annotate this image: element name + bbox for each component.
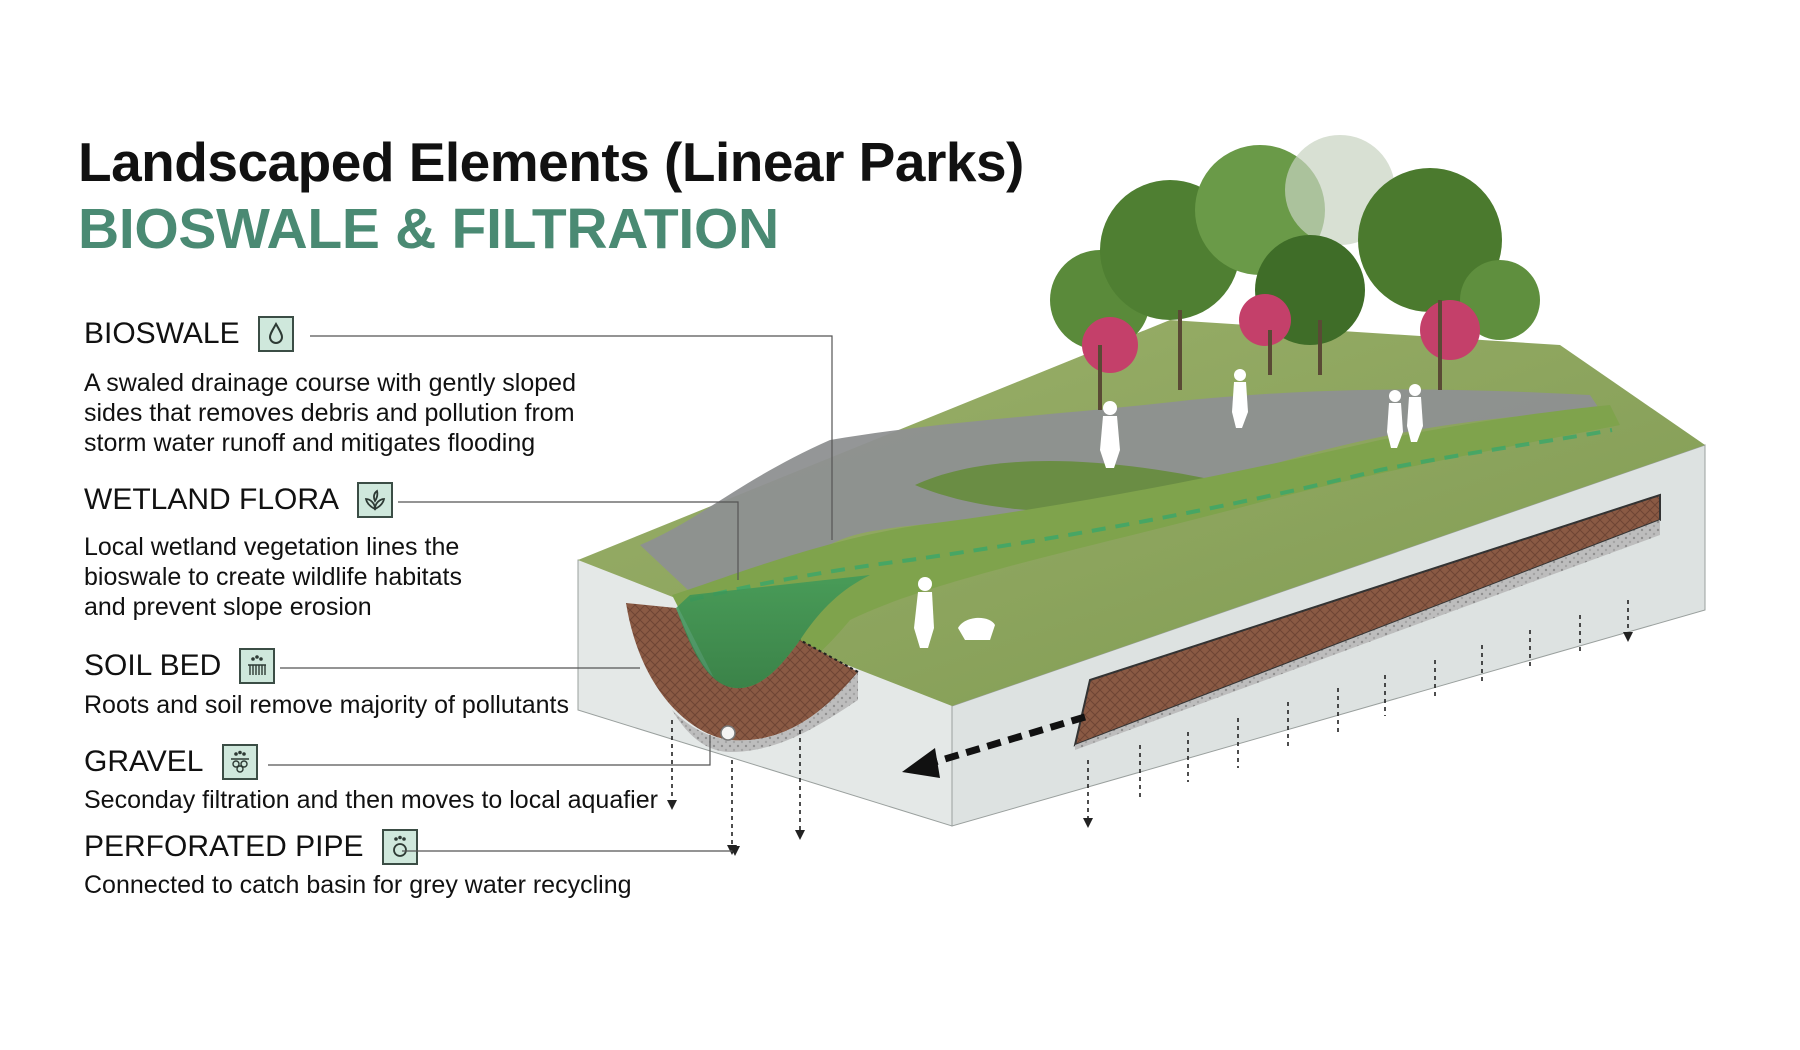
roots-icon — [239, 648, 276, 684]
legend-soil-bed-label: SOIL BED — [84, 649, 222, 682]
legend-wetland-flora-label: WETLAND FLORA — [84, 483, 340, 516]
desc-line: Local wetland vegetation lines the — [84, 533, 460, 561]
desc-line: Connected to catch basin for grey water … — [84, 871, 632, 899]
legend-bioswale-desc: A swaled drainage course with gently slo… — [84, 368, 644, 458]
leaves-icon — [357, 482, 394, 518]
legend-wetland-flora: WETLAND FLORA — [84, 482, 394, 518]
legend-wetland-flora-desc: Local wetland vegetation lines the biosw… — [84, 532, 644, 622]
desc-line: storm water runoff and mitigates floodin… — [84, 429, 536, 457]
legend-gravel: GRAVEL — [84, 744, 258, 780]
desc-line: A swaled drainage course with gently slo… — [84, 369, 576, 397]
pipe-section — [720, 725, 736, 741]
people-silhouettes — [914, 369, 1423, 648]
desc-line: sides that removes debris and pollution … — [84, 399, 575, 427]
legend-bioswale: BIOSWALE — [84, 316, 294, 352]
water-flow — [689, 428, 1613, 602]
water-drop-icon — [257, 316, 294, 352]
legend-perforated-pipe-label: PERFORATED PIPE — [84, 830, 364, 863]
leader-gravel — [268, 735, 711, 766]
soil-bed-section — [626, 603, 858, 741]
gravel-icon — [221, 744, 258, 780]
legend-perforated-pipe: PERFORATED PIPE — [84, 829, 418, 865]
legend-gravel-desc: Seconday filtration and then moves to lo… — [84, 785, 658, 815]
desc-line: bioswale to create wildlife habitats — [84, 563, 462, 591]
legend-gravel-label: GRAVEL — [84, 745, 204, 778]
filtration-gravel — [1075, 520, 1660, 750]
leader-bioswale — [310, 335, 833, 540]
gravel-section — [672, 672, 858, 752]
flow-arrow — [933, 713, 1087, 766]
page-subtitle: BIOSWALE & FILTRATION — [78, 197, 779, 261]
infiltration-arrows — [671, 600, 1629, 850]
page-title: Landscaped Elements (Linear Parks) — [78, 131, 1024, 193]
leader-arrow-head — [730, 846, 740, 856]
legend-soil-bed: SOIL BED — [84, 648, 276, 684]
legend-perforated-pipe-desc: Connected to catch basin for grey water … — [84, 870, 644, 900]
tree-cluster — [1050, 135, 1540, 410]
swale-water-section — [676, 575, 870, 689]
desc-line: Seconday filtration and then moves to lo… — [84, 786, 658, 814]
legend-soil-bed-desc: Roots and soil remove majority of pollut… — [84, 690, 644, 720]
leader-wetland-flora — [398, 501, 739, 580]
desc-line: and prevent slope erosion — [84, 593, 372, 621]
desc-line: Roots and soil remove majority of pollut… — [84, 691, 569, 719]
legend-bioswale-label: BIOSWALE — [84, 317, 240, 350]
pipe-icon — [381, 829, 418, 865]
